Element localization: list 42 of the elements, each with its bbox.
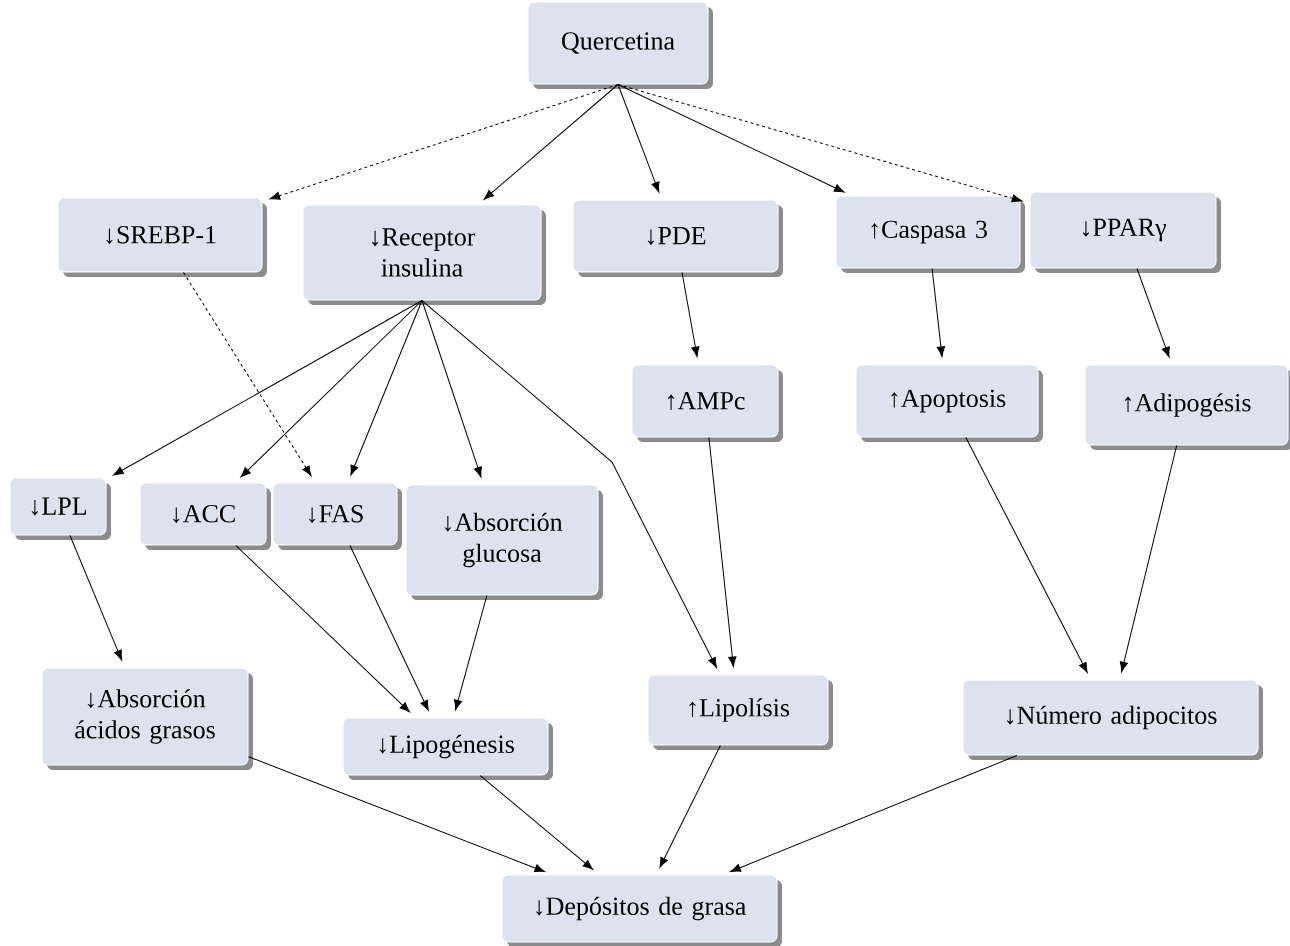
process-box: ↓Lipogénesis xyxy=(342,717,553,780)
arrow xyxy=(248,756,545,873)
arrow xyxy=(483,84,619,200)
arrow xyxy=(1119,445,1178,673)
process-box: ↓FAS xyxy=(272,482,402,550)
arrow xyxy=(965,437,1088,673)
process-box: ↑Adipogésis xyxy=(1084,364,1290,450)
arrow xyxy=(479,775,594,870)
arrow xyxy=(240,300,423,478)
arrow xyxy=(421,300,717,668)
arrow xyxy=(681,272,700,358)
arrow xyxy=(269,84,619,200)
process-box: ↑AMPc xyxy=(631,364,783,442)
process-box: ↓Receptor insulina xyxy=(302,204,546,305)
arrow xyxy=(182,272,312,477)
arrow xyxy=(69,535,123,661)
process-box: ↓PDE xyxy=(572,199,783,277)
arrow xyxy=(1136,268,1170,358)
process-box: ↓Depósitos de grasa xyxy=(501,874,782,946)
arrow xyxy=(349,545,429,711)
arrow xyxy=(113,300,423,476)
process-box: Quercetina xyxy=(527,1,713,89)
process-box: ↑Caspasa 3 xyxy=(835,195,1025,273)
process-box: ↓SREBP-1 xyxy=(57,197,267,277)
arrow xyxy=(454,595,488,711)
process-box: ↑Apoptosis xyxy=(855,364,1043,442)
process-box: ↓Número adipocitos xyxy=(962,679,1263,760)
arrow xyxy=(730,755,1018,872)
arrow xyxy=(708,437,737,667)
process-box: ↑Lipolísis xyxy=(647,674,833,750)
process-box: ↓PPARγ xyxy=(1029,191,1221,273)
arrow xyxy=(659,745,721,868)
process-box: ↓Absorción ácidos grasos xyxy=(41,667,253,770)
arrow xyxy=(421,300,482,478)
arrow xyxy=(617,84,660,193)
process-box: ↓ACC xyxy=(139,482,271,550)
arrow xyxy=(350,300,423,476)
arrow xyxy=(931,268,946,357)
arrow xyxy=(235,545,411,713)
arrow xyxy=(617,84,1023,203)
process-box: ↓Absorción glucosa xyxy=(405,484,603,600)
process-box: ↓LPL xyxy=(9,477,111,540)
